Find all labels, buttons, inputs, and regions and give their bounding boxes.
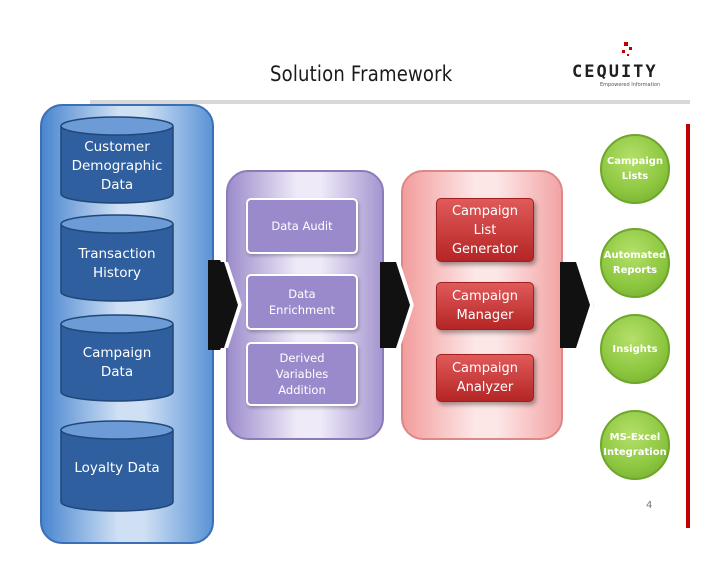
- database-cylinder-campaign: Campaign Data: [60, 314, 174, 402]
- box-label-line: List: [473, 222, 497, 238]
- box-label-line: Enrichment: [268, 303, 336, 317]
- page-number: 4: [646, 500, 653, 511]
- cylinder-label-line: Demographic: [71, 158, 163, 174]
- title-rule: [90, 100, 690, 104]
- database-icon: [60, 314, 174, 402]
- cylinder-label-line: Data: [100, 177, 134, 193]
- box-label-line: Data Audit: [271, 219, 333, 233]
- box-label-line: Analyzer: [456, 380, 514, 395]
- circle-label-line: Insights: [612, 343, 658, 355]
- circle-label-line: Integration: [603, 447, 667, 458]
- output-campaign-lists: Campaign Lists: [600, 134, 670, 204]
- campaign-manager-box: Campaign Manager: [436, 282, 534, 330]
- circle-label-line: Reports: [612, 265, 658, 276]
- database-icon: [60, 214, 174, 302]
- flow-arrow-icon: [560, 262, 594, 348]
- database-cylinder-customer: Customer Demographic Data: [60, 116, 174, 204]
- cylinder-label-line: Loyalty Data: [74, 460, 160, 476]
- cylinder-label-line: Data: [100, 364, 134, 380]
- output-automated-reports: Automated Reports: [600, 228, 670, 298]
- output-insights: Insights: [600, 314, 670, 384]
- campaign-analyzer-box: Campaign Analyzer: [436, 354, 534, 402]
- slide-title: Solution Framework: [270, 62, 453, 86]
- box-label-line: Derived: [279, 351, 325, 365]
- database-cylinder-loyalty: Loyalty Data: [60, 420, 174, 512]
- flow-arrow-icon: [380, 262, 414, 348]
- output-ms-excel-integration: MS-Excel Integration: [600, 410, 670, 480]
- accent-bar: [686, 124, 690, 528]
- box-label-line: Campaign: [451, 289, 519, 304]
- logo-mark-icon: [622, 42, 632, 56]
- flow-arrow-icon: [208, 260, 242, 350]
- circle-label-line: Automated: [603, 250, 667, 261]
- database-icon: [60, 116, 174, 204]
- circle-label-line: MS-Excel: [609, 432, 661, 443]
- circle-label-line: Lists: [621, 171, 649, 182]
- data-audit-box: Data Audit: [246, 198, 358, 254]
- cylinder-label-line: Customer: [84, 139, 150, 155]
- derived-variables-box: Derived Variables Addition: [246, 342, 358, 406]
- box-label-line: Data: [288, 287, 316, 301]
- box-label-line: Addition: [278, 383, 326, 397]
- database-cylinder-transaction: Transaction History: [60, 214, 174, 302]
- cylinder-label-line: Campaign: [82, 345, 152, 361]
- circle-label-line: Campaign: [606, 156, 664, 167]
- data-enrichment-box: Data Enrichment: [246, 274, 358, 330]
- cylinder-label-line: Transaction: [78, 246, 156, 262]
- box-label-line: Manager: [456, 308, 514, 323]
- box-label-line: Generator: [451, 241, 518, 257]
- box-label-line: Campaign: [451, 203, 519, 219]
- box-label-line: Variables: [275, 367, 329, 381]
- cylinder-label-line: History: [92, 265, 142, 281]
- database-icon: [60, 420, 174, 512]
- campaign-list-generator-box: Campaign List Generator: [436, 198, 534, 262]
- logo-tagline: Empowered Information: [600, 82, 661, 88]
- box-label-line: Campaign: [451, 361, 519, 376]
- company-logo: CEQUITY: [572, 62, 658, 82]
